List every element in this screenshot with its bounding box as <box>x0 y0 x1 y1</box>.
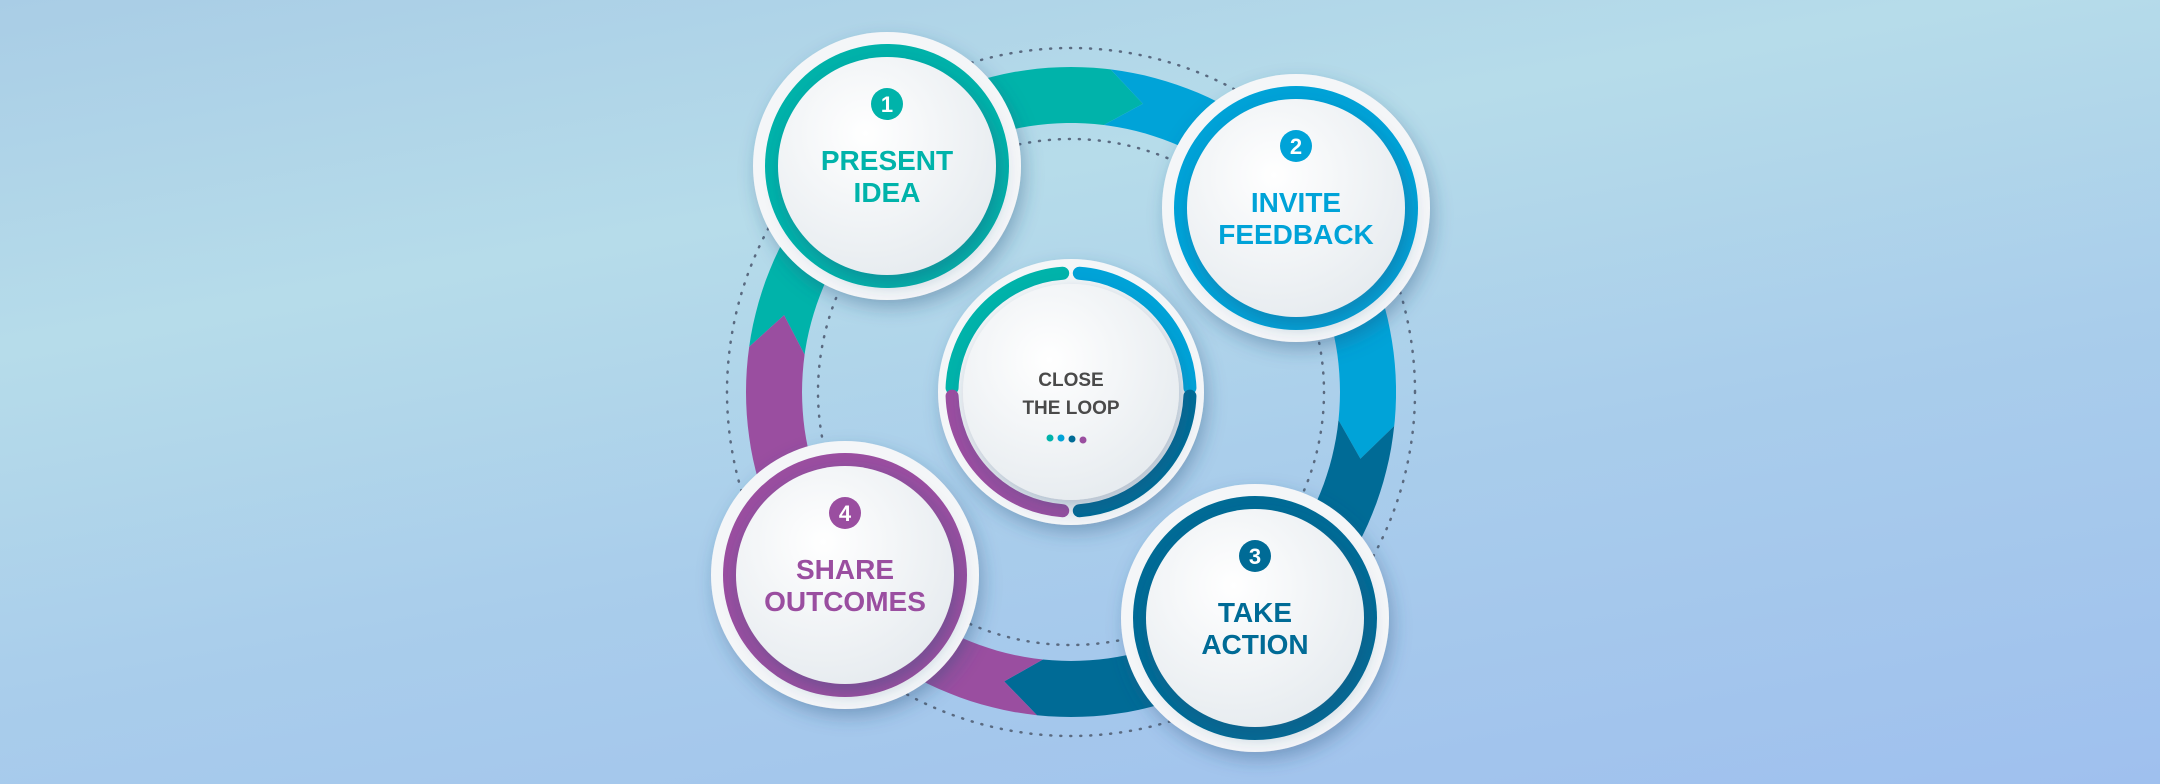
step-number-badge <box>829 497 861 529</box>
step-number-badge <box>1280 130 1312 162</box>
dot-darkblue <box>1068 435 1076 443</box>
step-title-line1: INVITE <box>1251 187 1341 218</box>
step-title-line1: PRESENT <box>821 145 953 176</box>
center-title-line2: THE LOOP <box>1022 398 1119 419</box>
step-number-badge <box>871 88 903 120</box>
step-number: 3 <box>1249 544 1261 569</box>
step-title-line1: TAKE <box>1218 597 1292 628</box>
step-number: 2 <box>1290 134 1302 159</box>
dot-blue <box>1057 434 1065 442</box>
center-arc-4 <box>945 389 1070 518</box>
step-title-line2: OUTCOMES <box>764 586 926 617</box>
center-hub: CLOSE THE LOOP <box>938 259 1204 525</box>
dot-purple <box>1079 436 1087 444</box>
center-arc-2 <box>1072 266 1197 395</box>
step-number: 4 <box>839 501 852 526</box>
step-title-line2: IDEA <box>854 177 921 208</box>
step-title-line1: SHARE <box>796 554 894 585</box>
step-title-line2: ACTION <box>1201 629 1308 660</box>
center-arc-1 <box>945 266 1070 395</box>
inner-dotted-ring <box>816 137 1326 647</box>
outer-dotted-ring <box>725 46 1417 738</box>
center-arc-3 <box>1072 389 1197 518</box>
center-title-line1: CLOSE <box>1038 370 1103 391</box>
step-number: 1 <box>881 92 893 117</box>
step-title-line2: FEEDBACK <box>1218 219 1374 250</box>
step-number-badge <box>1239 540 1271 572</box>
dot-teal <box>1046 434 1054 442</box>
